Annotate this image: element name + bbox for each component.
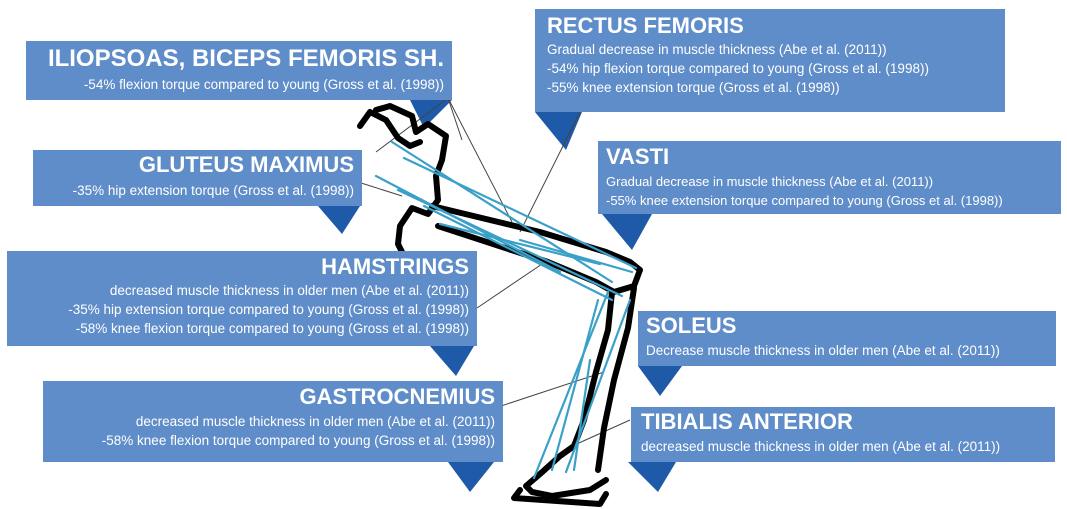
hamstrings-line-1: decreased muscle thickness in older men … [15, 281, 469, 300]
rectus-femoris-callout: RECTUS FEMORIS Gradual decrease in muscl… [535, 9, 1005, 112]
rectus-femoris-title: RECTUS FEMORIS [547, 15, 993, 37]
vasti-line-2: -55% knee extension torque compared to y… [606, 191, 1055, 210]
hamstrings-title: HAMSTRINGS [15, 256, 469, 278]
gluteus-maximus-callout: GLUTEUS MAXIMUS -35% hip extension torqu… [33, 150, 362, 206]
gastrocnemius-title: GASTROCNEMIUS [51, 386, 495, 408]
gluteus-maximus-line-1: -35% hip extension torque (Gross et al. … [41, 181, 354, 200]
gastrocnemius-line-2: -58% knee flexion torque compared to you… [51, 431, 495, 450]
gluteus-maximus-title: GLUTEUS MAXIMUS [41, 154, 354, 176]
rectus-femoris-line-2: -54% hip flexion torque compared to youn… [547, 59, 993, 78]
iliopsoas-title: ILIOPSOAS, BICEPS FEMORIS SH. [34, 47, 444, 71]
tibialis-anterior-title: TIBIALIS ANTERIOR [641, 411, 1047, 433]
gastrocnemius-callout: GASTROCNEMIUS decreased muscle thickness… [43, 381, 503, 462]
pointer-gluteus-maximus [318, 206, 360, 234]
iliopsoas-line-1: -54% flexion torque compared to young (G… [34, 75, 444, 94]
pointer-vasti [602, 214, 652, 250]
calf-outline [598, 288, 634, 470]
pointer-gastrocnemius [448, 462, 494, 492]
tibialis-anterior-line-1: decreased muscle thickness in older men … [641, 437, 1047, 456]
pointer-soleus [638, 366, 682, 396]
pointer-rectus-femoris [535, 112, 582, 150]
rectus-femoris-line-3: -55% knee extension torque (Gross et al.… [547, 78, 993, 97]
hamstrings-line-3: -58% knee flexion torque compared to you… [15, 319, 469, 338]
hamstrings-line-2: -35% hip extension torque compared to yo… [15, 300, 469, 319]
gastrocnemius-line-1: decreased muscle thickness in older men … [51, 412, 495, 431]
vasti-callout: VASTI Gradual decrease in muscle thickne… [598, 141, 1061, 214]
tibialis-anterior-callout: TIBIALIS ANTERIOR decreased muscle thick… [631, 407, 1055, 462]
pointer-hamstrings [430, 346, 474, 376]
soleus-title: SOLEUS [646, 315, 1048, 337]
pointer-tibialis-anterior [628, 462, 676, 492]
rectus-femoris-line-1: Gradual decrease in muscle thickness (Ab… [547, 40, 993, 59]
soleus-line-1: Decrease muscle thickness in older men (… [646, 341, 1048, 360]
hamstrings-callout: HAMSTRINGS decreased muscle thickness in… [7, 251, 477, 346]
soleus-callout: SOLEUS Decrease muscle thickness in olde… [638, 311, 1056, 366]
vasti-title: VASTI [606, 146, 1055, 168]
iliopsoas-callout: ILIOPSOAS, BICEPS FEMORIS SH. -54% flexi… [26, 41, 452, 100]
vasti-line-1: Gradual decrease in muscle thickness (Ab… [606, 172, 1055, 191]
